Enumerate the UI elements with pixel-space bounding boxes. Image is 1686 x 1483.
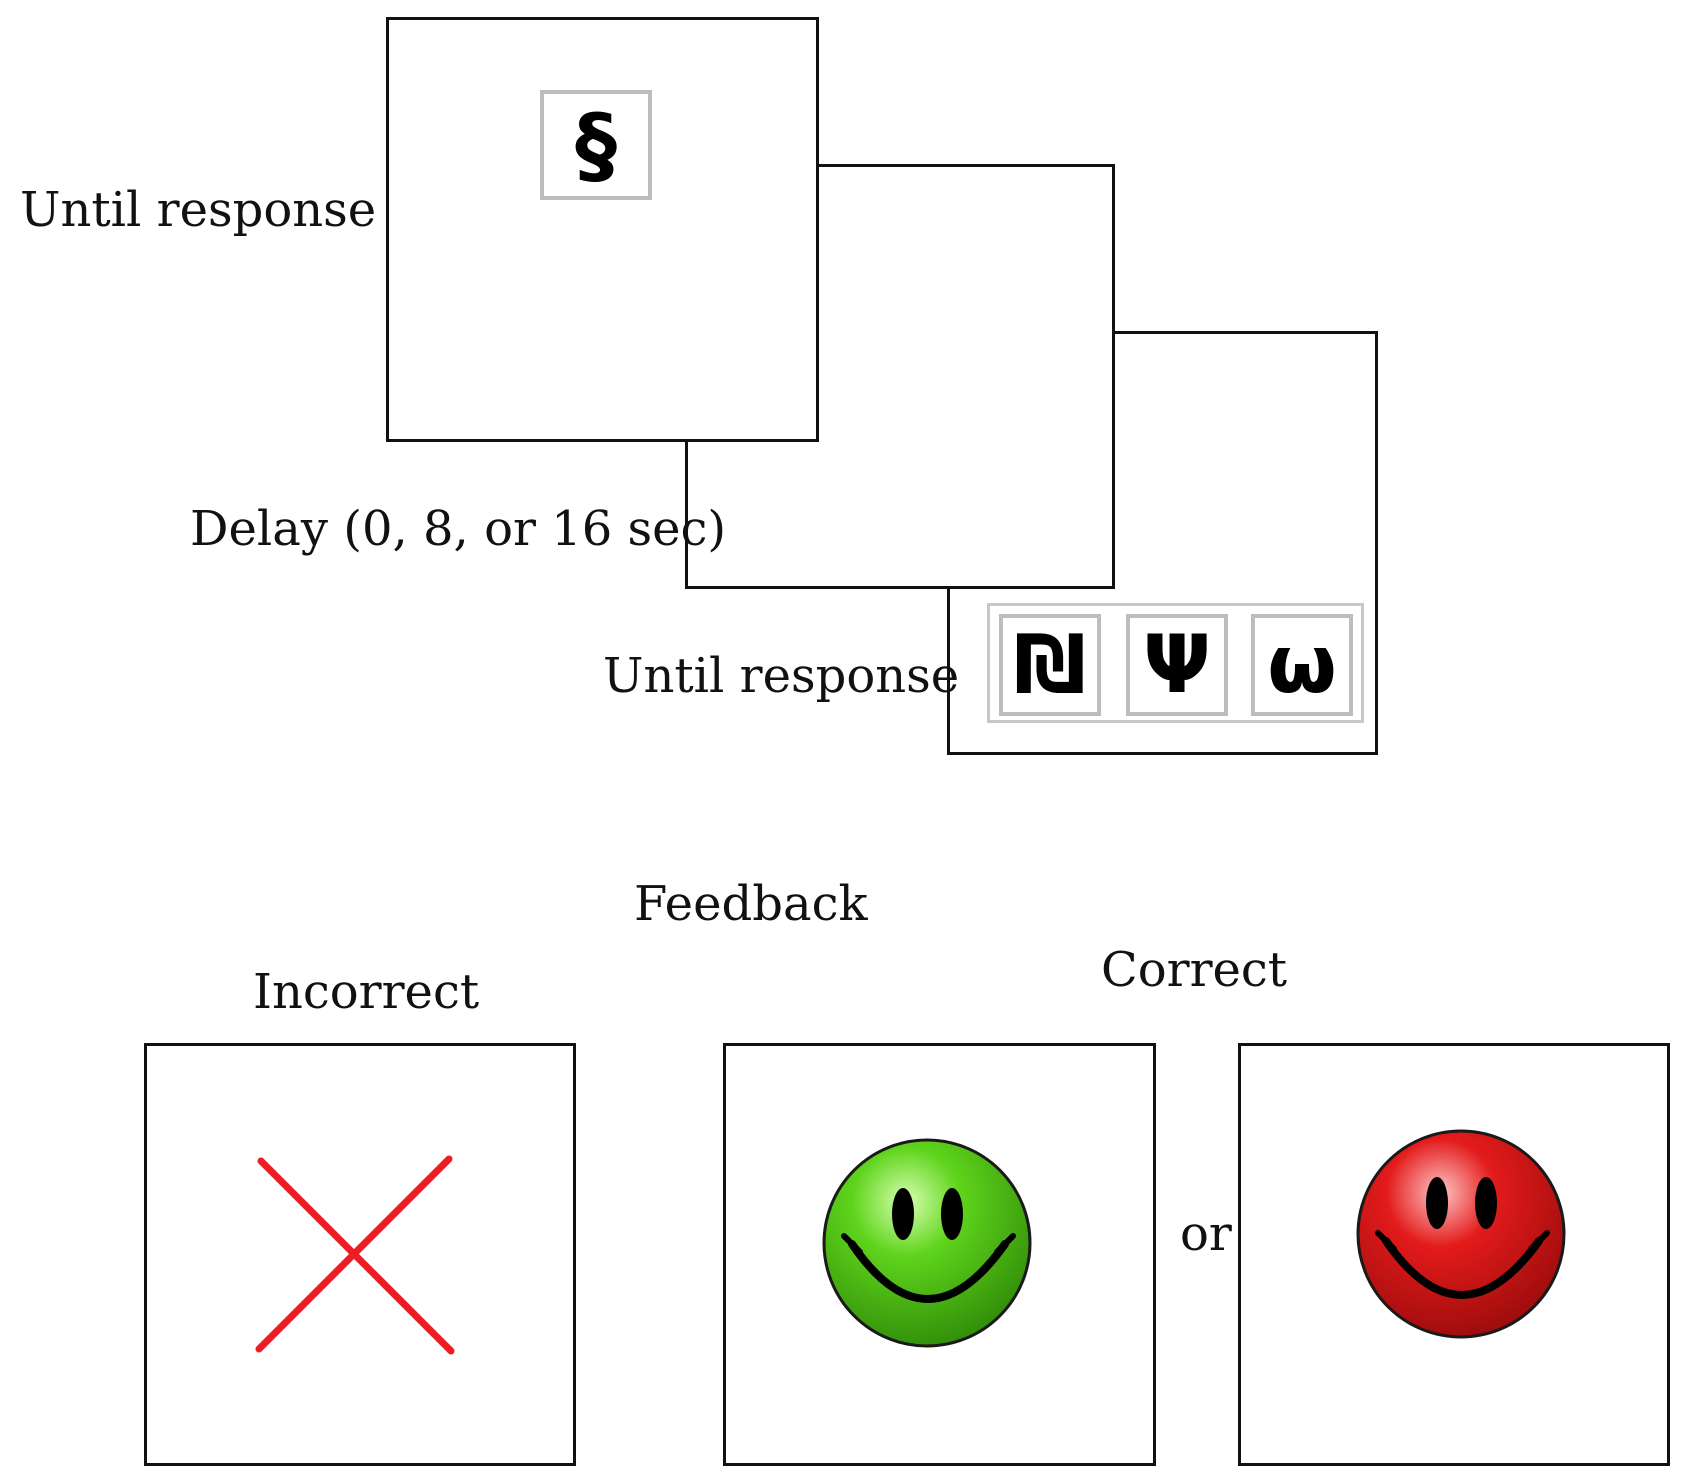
incorrect-label: Incorrect <box>253 964 480 1020</box>
red-smiley-icon <box>1356 1129 1566 1339</box>
choice-symbol-3: ω <box>1267 618 1337 711</box>
sample-stimulus-tile: § <box>540 90 652 200</box>
delay-duration-label: Delay (0, 8, or 16 sec) <box>190 501 727 557</box>
incorrect-feedback-screen <box>144 1043 576 1466</box>
sample-screen <box>386 17 819 442</box>
green-smiley-icon <box>822 1138 1032 1348</box>
choice-symbol-1: ₪ <box>1013 618 1087 711</box>
sample-duration-label: Until response <box>20 182 377 238</box>
choice-tile-3[interactable]: ω <box>1251 614 1353 716</box>
sample-symbol: § <box>575 96 617 194</box>
correct-label: Correct <box>1101 942 1288 998</box>
choice-tile-1[interactable]: ₪ <box>999 614 1101 716</box>
choice-tile-2[interactable]: Ψ <box>1126 614 1228 716</box>
or-label: or <box>1180 1206 1232 1262</box>
choice-duration-label: Until response <box>603 648 960 704</box>
choice-symbol-2: Ψ <box>1143 618 1211 711</box>
red-cross-icon <box>255 1155 455 1355</box>
feedback-heading: Feedback <box>634 876 868 932</box>
